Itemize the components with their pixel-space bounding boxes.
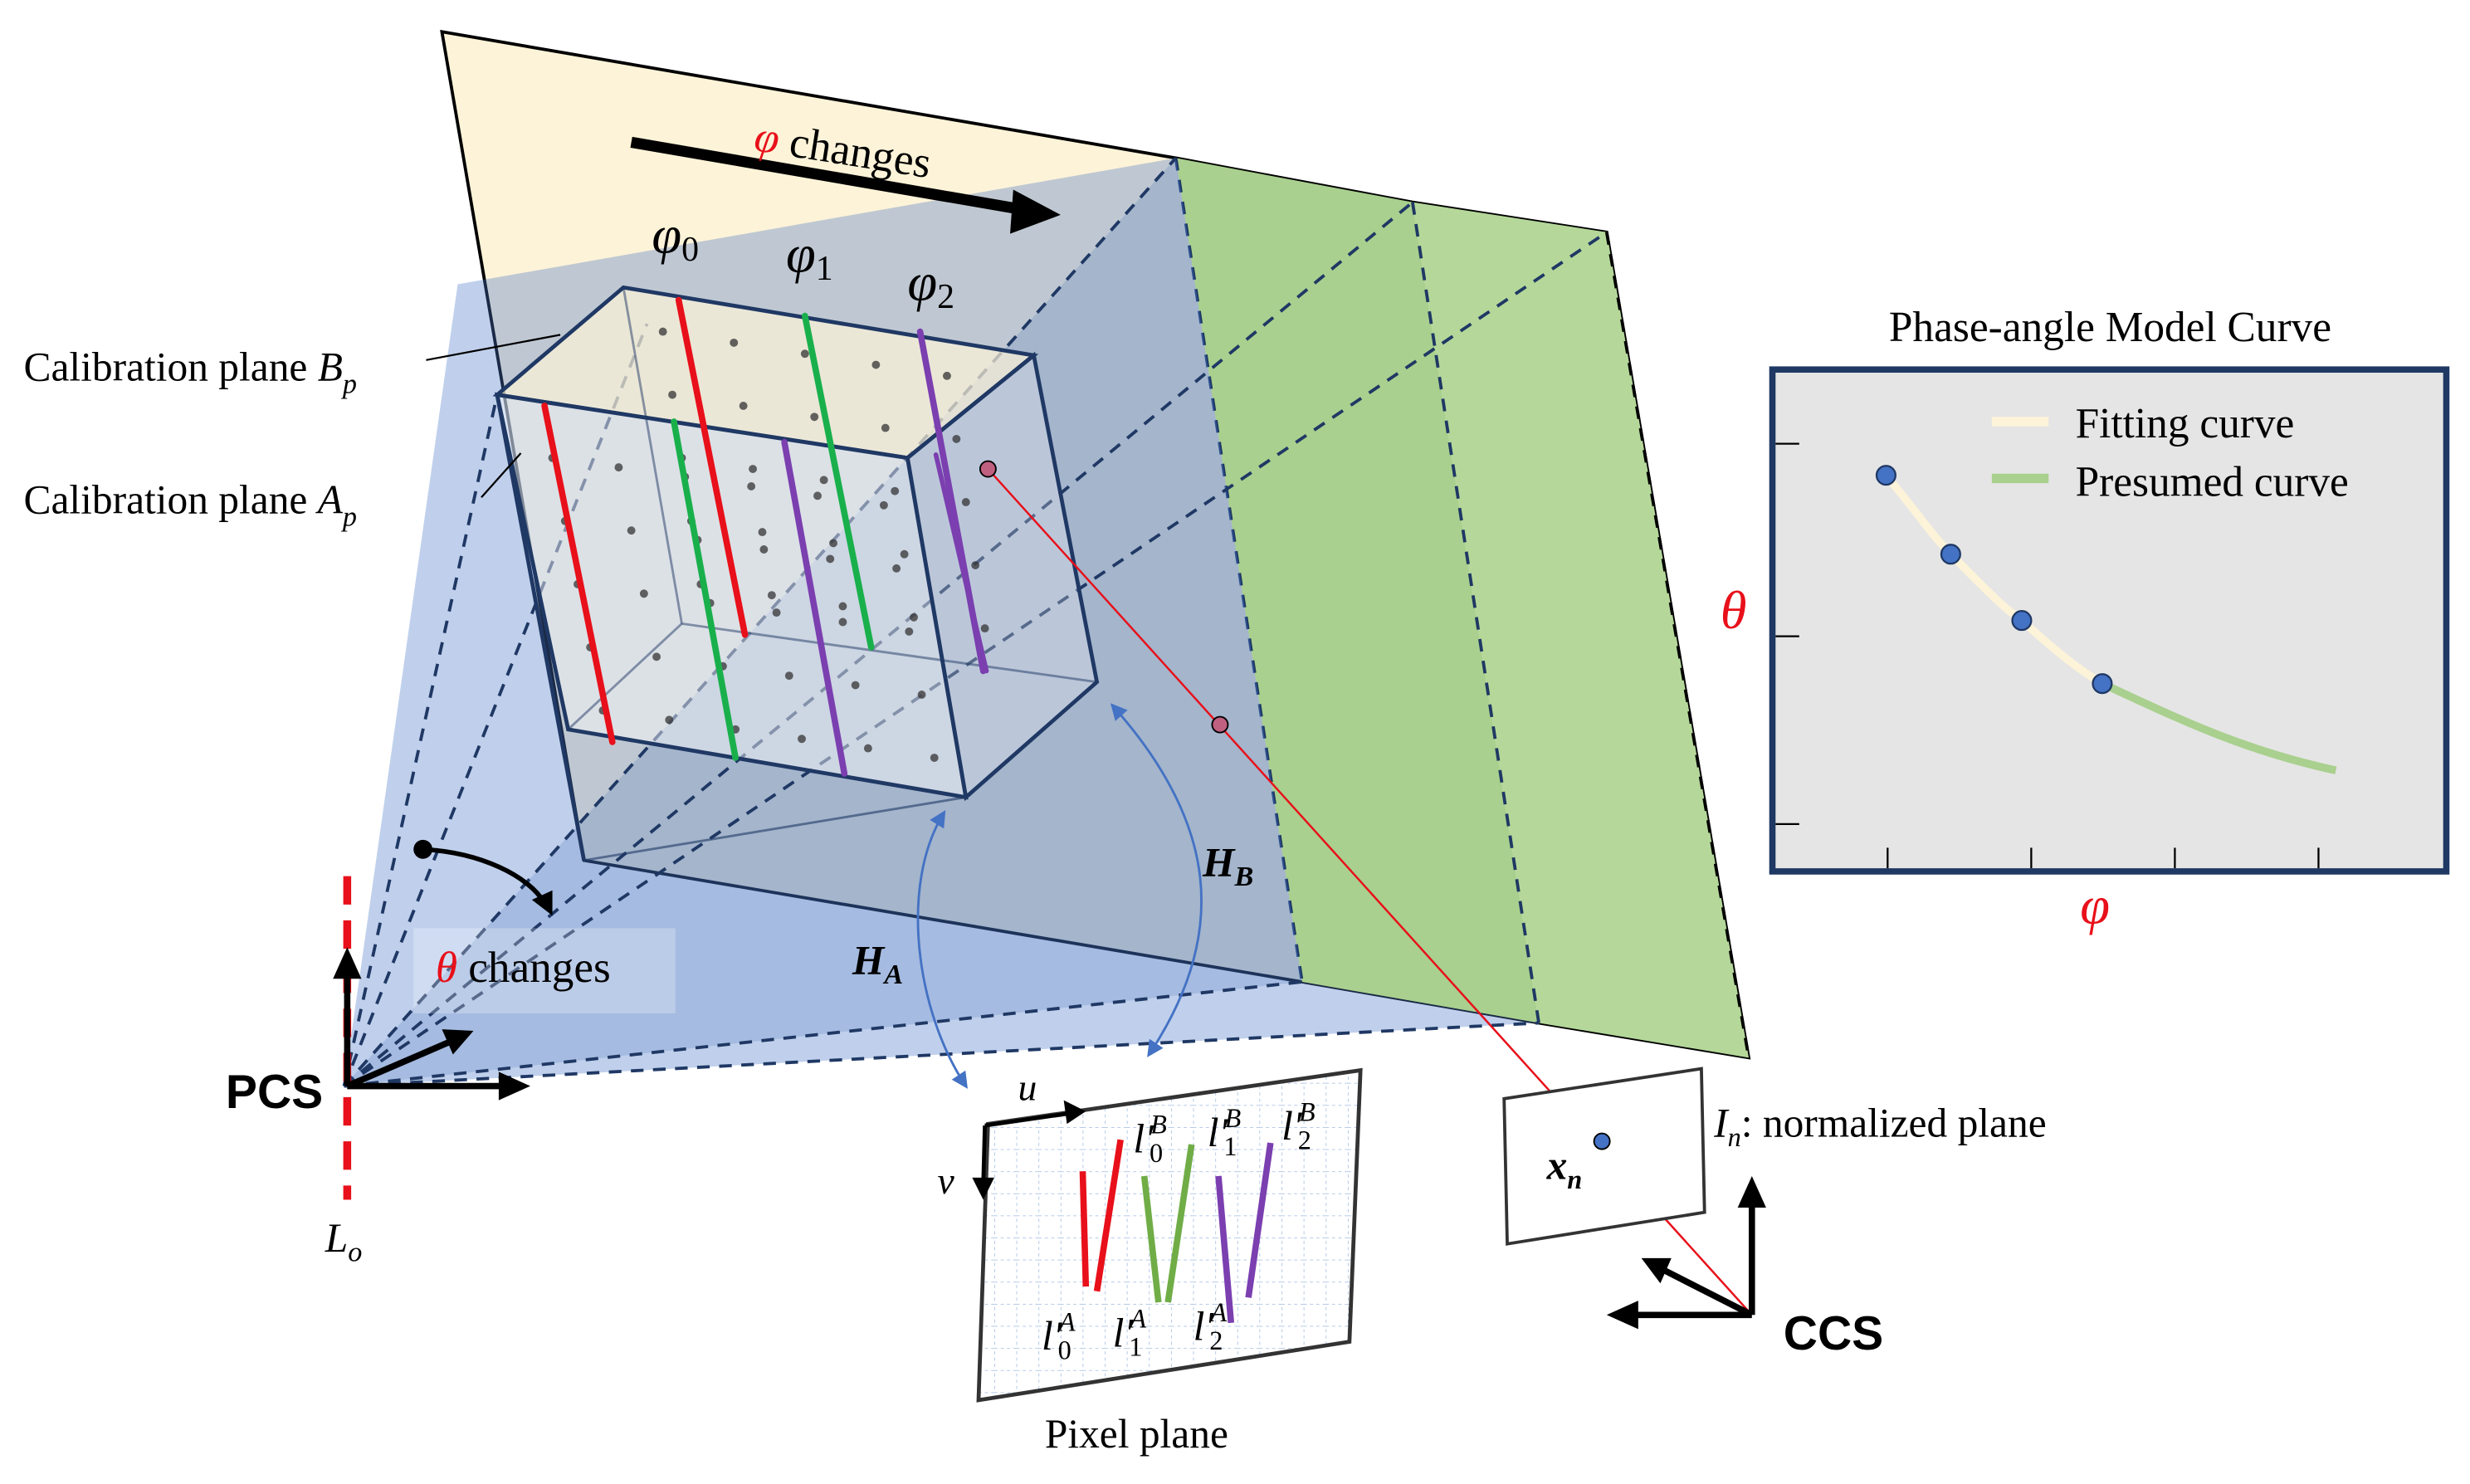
- calibration-dot: [759, 545, 769, 554]
- calibration-dot: [614, 463, 623, 472]
- calibration-dot: [838, 618, 847, 627]
- calibration-dot: [961, 498, 970, 506]
- calibration-box: [492, 285, 1100, 862]
- calibration-dot: [813, 491, 822, 500]
- calibration-dot: [668, 390, 677, 399]
- pcs-axes: [333, 876, 530, 1200]
- inset-title: Phase-angle Model Curve: [1889, 304, 2331, 351]
- calibration-dot: [891, 486, 900, 495]
- calibration-plane-b-label: Calibration plane Bp: [24, 344, 358, 400]
- xn-label: xn: [1546, 1143, 1583, 1194]
- u-axis-label: u: [1018, 1067, 1037, 1109]
- homography-b-arc: [1110, 703, 1203, 1057]
- calibration-dot: [826, 554, 835, 564]
- calibration-dot: [910, 613, 918, 622]
- legend-presumed-label: Presumed curve: [2076, 458, 2349, 505]
- phi2-label: φ2: [907, 252, 954, 317]
- phi1-label: φ1: [786, 223, 833, 288]
- calibration-dot: [784, 671, 793, 681]
- calibration-plane-b-leader: [426, 334, 561, 361]
- ha-label: HA: [852, 938, 903, 990]
- phi-changes-arrow: [630, 136, 1061, 234]
- calibration-dot: [627, 526, 636, 535]
- in-label: In: normalized plane: [1713, 1100, 2047, 1151]
- calibration-dot: [658, 327, 667, 336]
- calibration-dot: [758, 528, 767, 537]
- calibration-dot: [900, 549, 909, 559]
- inset-ticks: [1775, 442, 2320, 869]
- pixel-plane-label: Pixel plane: [1045, 1411, 1228, 1457]
- calibration-dot: [747, 481, 756, 491]
- calibration-dot: [739, 402, 748, 410]
- calibration-dot: [863, 744, 872, 753]
- calibration-dot: [772, 608, 781, 618]
- calibration-dot: [829, 539, 837, 548]
- inset-ylabel: θ: [1721, 580, 1747, 640]
- lo-label: Lo: [325, 1215, 363, 1267]
- inset-chart: Phase-angle Model Curve Fitting curve Pr…: [1721, 304, 2450, 935]
- legend-fitting-label: Fitting curve: [2076, 400, 2295, 447]
- calibration-dot: [798, 735, 806, 744]
- calibration-dot: [917, 691, 926, 699]
- calibration-dot: [810, 412, 819, 422]
- projection-plane: [440, 29, 1751, 1060]
- ccs-axes: [1606, 1175, 1766, 1330]
- calibration-dot: [665, 715, 674, 725]
- homography-a-arc: [916, 810, 968, 1089]
- ccs-label: CCS: [1784, 1307, 1883, 1360]
- calibration-dot: [851, 681, 860, 690]
- fitting-curve: [1882, 472, 2105, 687]
- calibration-plane-a-label: Calibration plane Ap: [24, 476, 358, 532]
- calibration-dot: [871, 360, 881, 369]
- normalized-plane: [1502, 1067, 1706, 1246]
- calibration-dot: [943, 371, 951, 380]
- calibration-dot: [652, 652, 661, 661]
- data-point: [1940, 544, 1961, 565]
- inset-points: [1875, 465, 2113, 695]
- calibration-dot: [971, 561, 980, 569]
- phi0-label: φ0: [652, 205, 699, 270]
- calibration-dot: [980, 624, 989, 633]
- calibration-dot: [881, 423, 890, 432]
- calibration-dot: [749, 465, 758, 473]
- calibration-dot: [892, 564, 901, 573]
- calibration-dot: [952, 434, 961, 443]
- calibration-dot: [879, 500, 888, 510]
- calibration-dot: [639, 589, 648, 598]
- theta-change-arrow: [413, 839, 553, 916]
- inset-xlabel: φ: [2080, 876, 2110, 935]
- v-axis-label: v: [938, 1159, 955, 1202]
- calibration-dot: [905, 627, 914, 636]
- data-point: [2092, 673, 2113, 695]
- data-point: [1875, 465, 1896, 486]
- calibration-dot: [930, 754, 939, 762]
- calibration-plane-a-leader: [481, 452, 522, 499]
- pixel-plane: [972, 1067, 1363, 1403]
- calibration-dot: [800, 349, 809, 359]
- data-point: [2011, 610, 2033, 632]
- hb-label: HB: [1202, 840, 1253, 892]
- calibration-dot: [838, 602, 847, 611]
- pcs-label: PCS: [226, 1066, 323, 1119]
- calibration-dot: [767, 591, 776, 600]
- theta-changes-label: θ changes: [436, 943, 611, 992]
- presumed-curve: [2100, 680, 2337, 774]
- laser-stripes: [541, 296, 989, 777]
- theta-changes-bg: [413, 928, 676, 1014]
- calibration-dot: [730, 338, 739, 347]
- calibration-dot: [819, 476, 828, 485]
- inset-frame: [1769, 366, 2450, 875]
